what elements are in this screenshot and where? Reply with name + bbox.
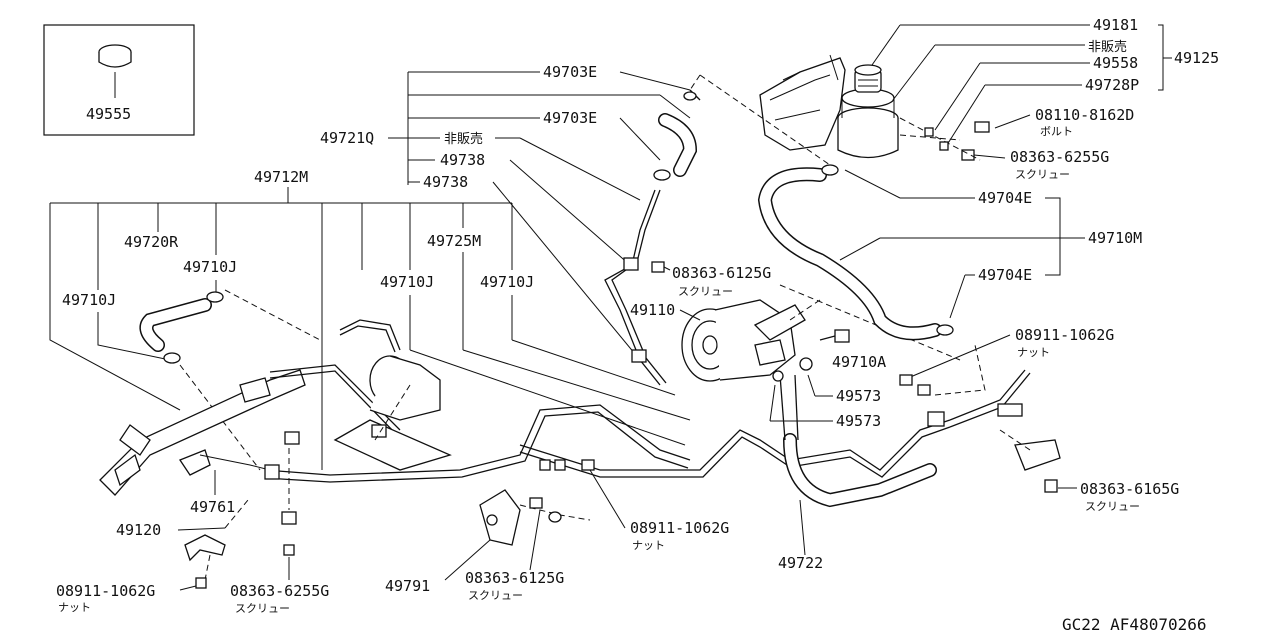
right-bracket-drawing: [1014, 439, 1061, 493]
suction-hose-top-drawing: [653, 89, 701, 181]
nut-label-mid: ナット: [632, 539, 665, 552]
small-hose-49720R-drawing: [139, 291, 224, 364]
part-49720R: 49720R: [124, 233, 179, 251]
part-08911-1062G-mid: 08911-1062G: [630, 519, 729, 537]
mount-rubber-drawing: [281, 431, 300, 556]
screw-label-mid: スクリュー: [678, 285, 733, 298]
part-08363-6165G: 08363-6165G: [1080, 480, 1179, 498]
part-49573-a: 49573: [836, 387, 881, 405]
screw-label-bot2: スクリュー: [468, 589, 523, 602]
pressure-pipes-drawing: [264, 369, 1031, 483]
inset-frame: [43, 24, 195, 136]
cap-49555-drawing: [98, 44, 132, 98]
valve-housing-drawing: [333, 319, 452, 471]
part-49712M: 49712M: [254, 168, 308, 186]
screw-label-top: スクリュー: [1015, 168, 1070, 181]
part-49722: 49722: [778, 554, 823, 572]
part-49558: 49558: [1093, 54, 1138, 72]
part-08911-1062G-left: 08911-1062G: [56, 582, 155, 600]
part-49181: 49181: [1093, 16, 1138, 34]
bracket-49791-drawing: [479, 489, 521, 546]
bracket-drawing: [759, 54, 846, 151]
part-49728P: 49728P: [1085, 76, 1139, 94]
screw-label-right: スクリュー: [1085, 500, 1140, 513]
not-sold-label-mid: 非販売: [444, 131, 483, 147]
part-49573-b: 49573: [836, 412, 881, 430]
part-49738-a: 49738: [440, 151, 485, 169]
power-steering-pump-drawing: [681, 299, 806, 382]
part-49710J-b: 49710J: [183, 258, 237, 276]
part-49704E-a: 49704E: [978, 189, 1032, 207]
part-08363-6255G-top: 08363-6255G: [1010, 148, 1109, 166]
bolt-49710A-drawing: [819, 329, 850, 343]
return-hose-49710M-drawing: [757, 164, 954, 341]
figure-code: GC22 AF48070266: [1062, 615, 1207, 634]
not-sold-label-top: 非販売: [1088, 39, 1127, 55]
part-08911-1062G-right: 08911-1062G: [1015, 326, 1114, 344]
steering-gear-drawing: [99, 364, 401, 496]
part-08110-8162D: 08110-8162D: [1035, 106, 1134, 124]
screw-label-bot: スクリュー: [235, 602, 290, 615]
part-49110: 49110: [630, 301, 675, 319]
part-08363-6255G-bot: 08363-6255G: [230, 582, 329, 600]
reservoir-tank-drawing: [837, 64, 899, 159]
part-49761: 49761: [190, 498, 235, 516]
part-49125: 49125: [1174, 49, 1219, 67]
part-49710J-c: 49710J: [380, 273, 434, 291]
part-49725M: 49725M: [427, 232, 481, 250]
pressure-hose-49722-drawing: [779, 374, 937, 508]
part-49791: 49791: [385, 577, 430, 595]
part-49710A: 49710A: [832, 353, 886, 371]
bolt-label: ボルト: [1040, 125, 1073, 138]
part-49704E-b: 49704E: [978, 266, 1032, 284]
clamp-49120-drawing: [184, 534, 226, 562]
part-49710J-d: 49710J: [480, 273, 534, 291]
part-49721Q: 49721Q: [320, 129, 374, 147]
nut-label-left: ナット: [58, 601, 91, 614]
part-49710M: 49710M: [1088, 229, 1142, 247]
part-49710J-a: 49710J: [62, 291, 116, 309]
part-08363-6125G-top: 08363-6125G: [672, 264, 771, 282]
nut-label-right: ナット: [1017, 346, 1050, 359]
part-49703E-a: 49703E: [543, 63, 597, 81]
part-49120: 49120: [116, 521, 161, 539]
inset-part-number: 49555: [86, 105, 131, 123]
part-08363-6125G-bot: 08363-6125G: [465, 569, 564, 587]
part-49738-b: 49738: [423, 173, 468, 191]
return-pipe-drawing: [604, 189, 667, 386]
part-49703E-b: 49703E: [543, 109, 597, 127]
